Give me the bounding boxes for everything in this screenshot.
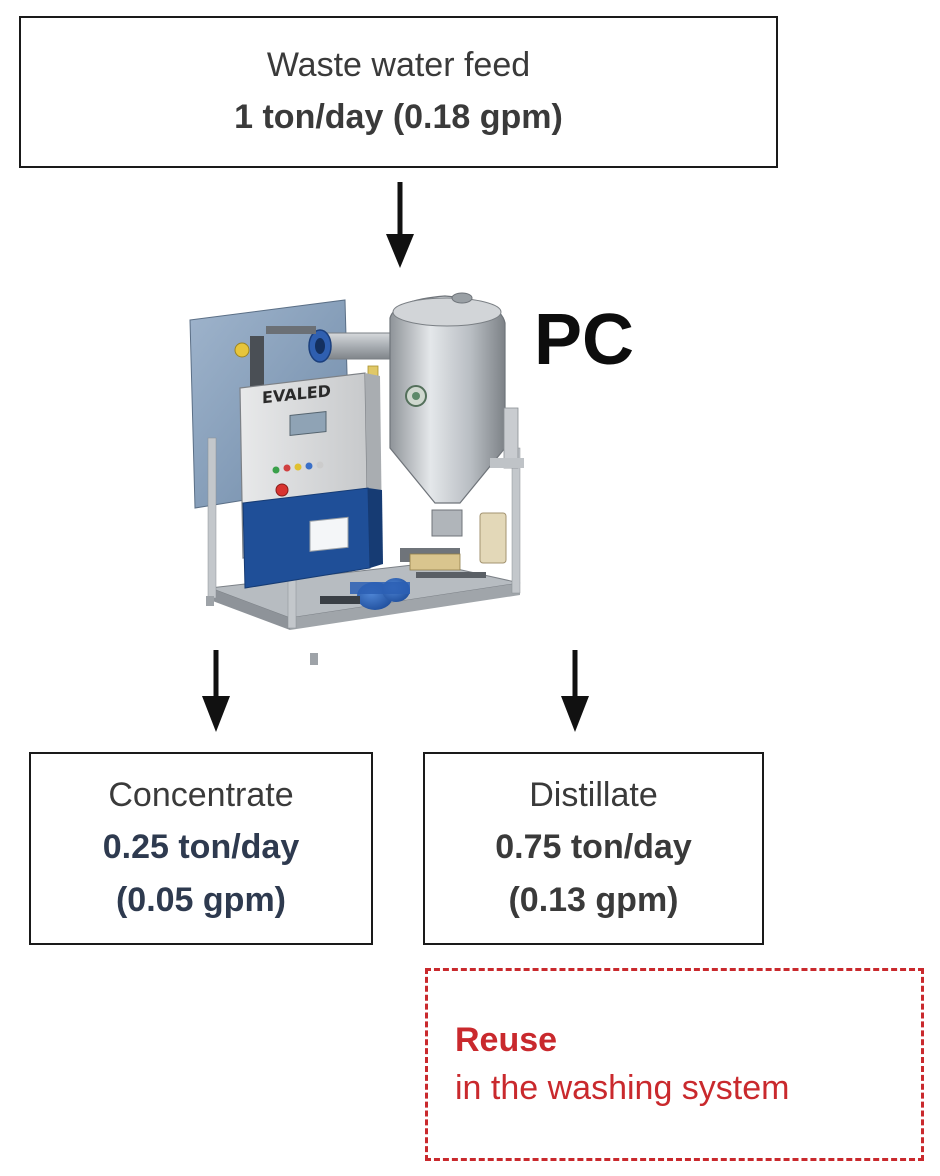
- reuse-subtitle: in the washing system: [455, 1068, 790, 1107]
- concentrate-box: Concentrate 0.25 ton/day (0.05 gpm): [29, 752, 373, 945]
- reuse-box: Reuse in the washing system: [425, 968, 924, 1161]
- concentrate-title: Concentrate: [108, 776, 294, 815]
- pc-unit-label: PC: [534, 300, 635, 380]
- distillate-box: Distillate 0.75 ton/day (0.13 gpm): [423, 752, 764, 945]
- distillate-title: Distillate: [529, 776, 658, 815]
- concentrate-tpd: 0.25 ton/day: [102, 828, 300, 867]
- reuse-title: Reuse: [455, 1020, 558, 1059]
- distillate-gpm: (0.13 gpm): [508, 881, 679, 919]
- feed-title: Waste water feed: [266, 46, 531, 85]
- distillate-arrow: [561, 650, 589, 732]
- waste-water-feed-box: Waste water feed 1 ton/day (0.18 gpm): [19, 16, 778, 168]
- feed-arrow: [386, 182, 414, 268]
- evaporator-equipment-image: EVALED: [189, 292, 524, 665]
- feed-value: 1 ton/day (0.18 gpm): [234, 98, 563, 137]
- concentrate-gpm: (0.05 gpm): [115, 881, 287, 919]
- concentrate-arrow: [202, 650, 230, 732]
- distillate-tpd: 0.75 ton/day: [495, 828, 692, 867]
